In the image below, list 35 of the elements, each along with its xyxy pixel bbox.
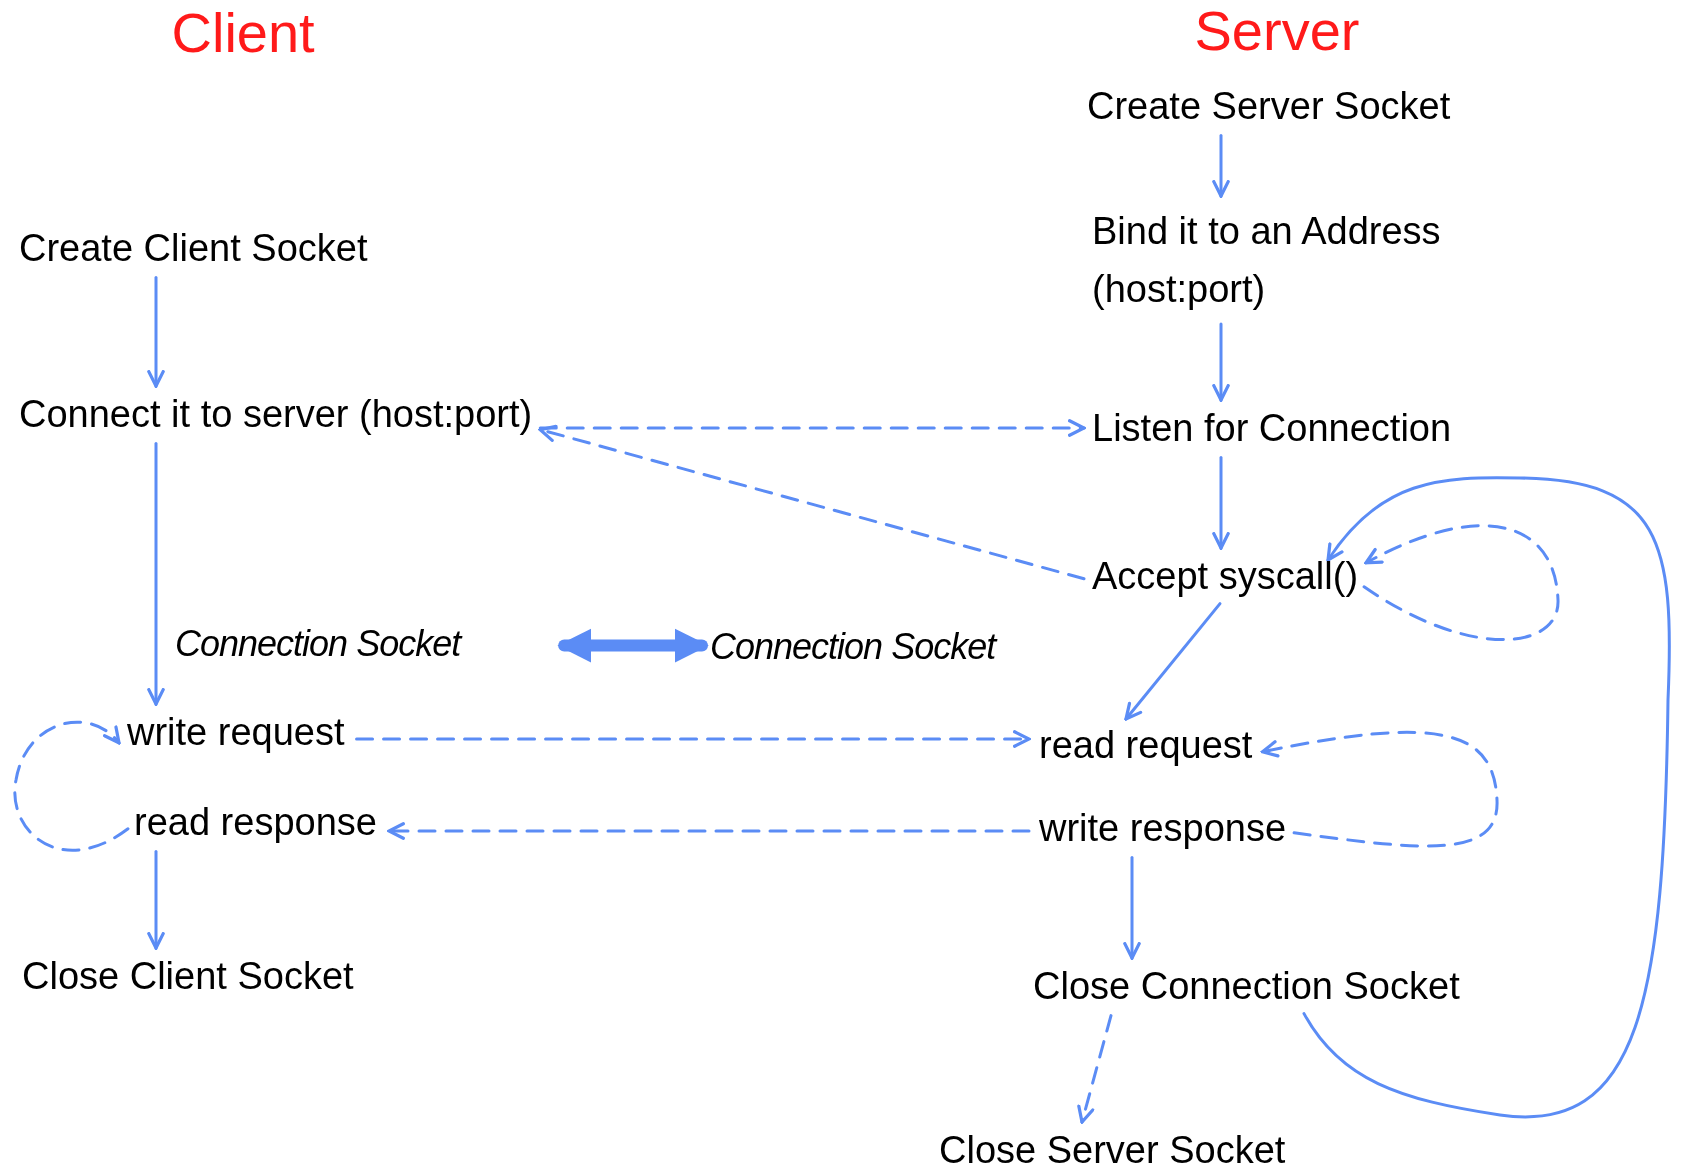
dashed-arrow: [1260, 730, 1499, 848]
step-text: Create Server Socket: [1087, 84, 1451, 130]
dashed-arrow: [13, 720, 130, 852]
dashed-arrow: [355, 730, 1031, 748]
column-heading: Server: [1194, 0, 1360, 62]
step-text: write request: [127, 710, 345, 756]
arrow: [1302, 476, 1671, 1119]
loop-arrow: [1362, 524, 1560, 642]
step-text: Close Connection Socket: [1033, 964, 1460, 1010]
arrow: [1212, 134, 1230, 198]
column-heading: Client: [171, 2, 315, 64]
dashed-arrow: [1077, 1014, 1113, 1124]
step-text: read response: [134, 800, 377, 846]
step-text: Connect it to server (host:port): [19, 392, 533, 438]
step-text: Close Client Socket: [22, 954, 354, 1000]
arrow: [147, 850, 165, 950]
dashed-arrow: [538, 424, 1086, 581]
step-text: Accept syscall(): [1092, 554, 1359, 600]
dashed-arrow: [538, 419, 1086, 437]
arrow: [1123, 856, 1141, 960]
step-text: Create Client Socket: [19, 226, 368, 272]
step-text: Listen for Connection: [1092, 406, 1452, 452]
step-text: Bind it to an Address (host:port): [1092, 202, 1522, 318]
step-text: write response: [1039, 806, 1287, 852]
step-text: Close Server Socket: [939, 1128, 1286, 1174]
dashed-arrow: [387, 822, 1031, 840]
arrow: [1124, 602, 1222, 721]
arrow: [147, 276, 165, 388]
arrow: [1212, 456, 1230, 550]
double-arrow: [557, 628, 709, 663]
arrow: [147, 442, 165, 706]
step-text: read request: [1039, 723, 1253, 769]
socket-label: Connection Socket: [175, 622, 461, 666]
socket-label: Connection Socket: [710, 625, 996, 669]
arrow: [1212, 322, 1230, 402]
